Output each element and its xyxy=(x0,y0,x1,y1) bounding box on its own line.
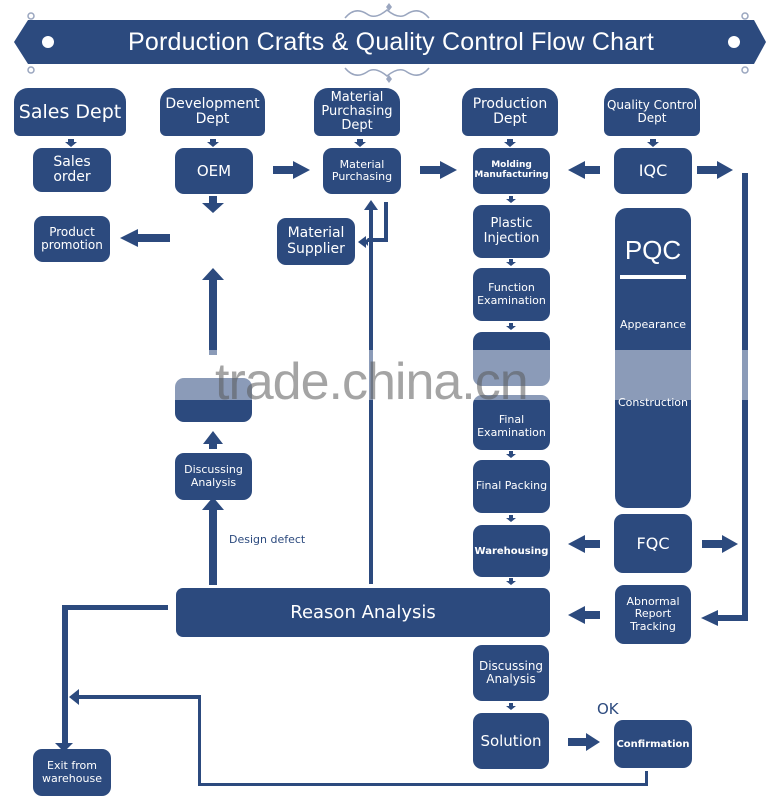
node-product-promotion: Product promotion xyxy=(34,216,110,262)
node-oem: OEM xyxy=(175,148,253,194)
chart-title: Porduction Crafts & Quality Control Flow… xyxy=(127,27,655,56)
node-final-packing: Final Packing xyxy=(473,460,550,513)
pqc-construction: Construction xyxy=(617,395,689,409)
arrow-fqc-right xyxy=(702,535,738,553)
line-confirmation-loop xyxy=(69,689,648,786)
node-confirmation: Confirmation xyxy=(614,720,692,768)
arrow-up-to-center xyxy=(202,268,224,355)
node-material-purchasing: Material Purchasing xyxy=(323,148,401,194)
pqc-label: PQC xyxy=(624,235,682,265)
dept-quality-control: Quality Control Dept xyxy=(604,88,700,136)
node-hidden-by-watermark xyxy=(175,378,252,422)
label-design-defect: Design defect xyxy=(229,533,306,546)
banner-ornament xyxy=(14,3,766,83)
node-function-examination: Function Examination xyxy=(473,268,550,321)
arrow-solution-to-confirmation xyxy=(568,733,600,751)
arrow-supplier-head xyxy=(358,236,366,248)
node-warehousing: Warehousing xyxy=(473,525,550,577)
title-banner: Porduction Crafts & Quality Control Flow… xyxy=(28,20,754,64)
arrow-right-loop-to-abnormal xyxy=(701,610,748,626)
arrow-iqc-right xyxy=(697,161,733,179)
arrow-abnormal-to-reason xyxy=(568,606,600,624)
arrow-sales-down xyxy=(65,139,77,147)
arrow-oem-down xyxy=(202,196,224,213)
pqc-divider xyxy=(620,274,686,279)
node-molding-manufacturing: Molding Manufacturing xyxy=(473,148,550,194)
node-abnormal-report-tracking: Abnormal Report Tracking xyxy=(615,585,691,644)
arrow-design-defect-up xyxy=(202,497,224,585)
watermark-band xyxy=(160,350,780,400)
node-final-examination: Final Examination xyxy=(473,395,550,450)
arrow-dev-down xyxy=(207,139,219,147)
arrow-prod-down xyxy=(504,139,516,147)
node-iqc: IQC xyxy=(614,148,692,194)
arrow-reason-to-mp-head xyxy=(364,200,378,210)
line-reason-to-mp xyxy=(369,210,373,584)
node-discussing-analysis-bottom: Discussing Analysis xyxy=(473,645,549,701)
banner-shape xyxy=(14,20,766,64)
watermark-text: trade.china.cn xyxy=(215,353,529,411)
node-fqc: FQC xyxy=(614,514,692,573)
dept-production: Production Dept xyxy=(462,88,558,136)
line-right-loop xyxy=(742,173,748,621)
node-discussing-analysis-left: Discussing Analysis xyxy=(175,453,252,500)
arrow-qc-down xyxy=(647,139,659,147)
label-ok: OK xyxy=(597,700,619,718)
node-pqc-panel: PQC Appearance Construction xyxy=(615,208,691,508)
node-hidden-step xyxy=(473,332,550,386)
arrow-fqc-to-warehousing xyxy=(568,535,600,553)
node-sales-order: Sales order xyxy=(33,148,111,192)
arrow-oem-to-mp xyxy=(273,161,310,179)
node-reason-analysis: Reason Analysis xyxy=(176,588,550,637)
node-exit-from-warehouse: Exit from warehouse xyxy=(33,749,111,796)
node-solution: Solution xyxy=(473,713,549,769)
bullet-right xyxy=(728,36,740,48)
arrow-mp-to-molding xyxy=(420,161,457,179)
node-material-supplier: Material Supplier xyxy=(277,218,355,265)
dept-sales: Sales Dept xyxy=(14,88,126,136)
pqc-appearance: Appearance xyxy=(619,317,687,331)
arrow-iqc-to-molding xyxy=(568,161,600,179)
bullet-left xyxy=(42,36,54,48)
dept-material-purchasing: Material Purchasing Dept xyxy=(314,88,400,136)
dept-development: Development Dept xyxy=(160,88,265,136)
arrow-up-small xyxy=(203,431,223,449)
node-plastic-injection: Plastic Injection xyxy=(473,205,550,258)
arrow-mp-down xyxy=(354,139,366,147)
arrow-to-promotion xyxy=(120,229,170,247)
line-mp-to-supplier xyxy=(364,202,388,246)
line-reason-to-exit xyxy=(55,605,168,752)
